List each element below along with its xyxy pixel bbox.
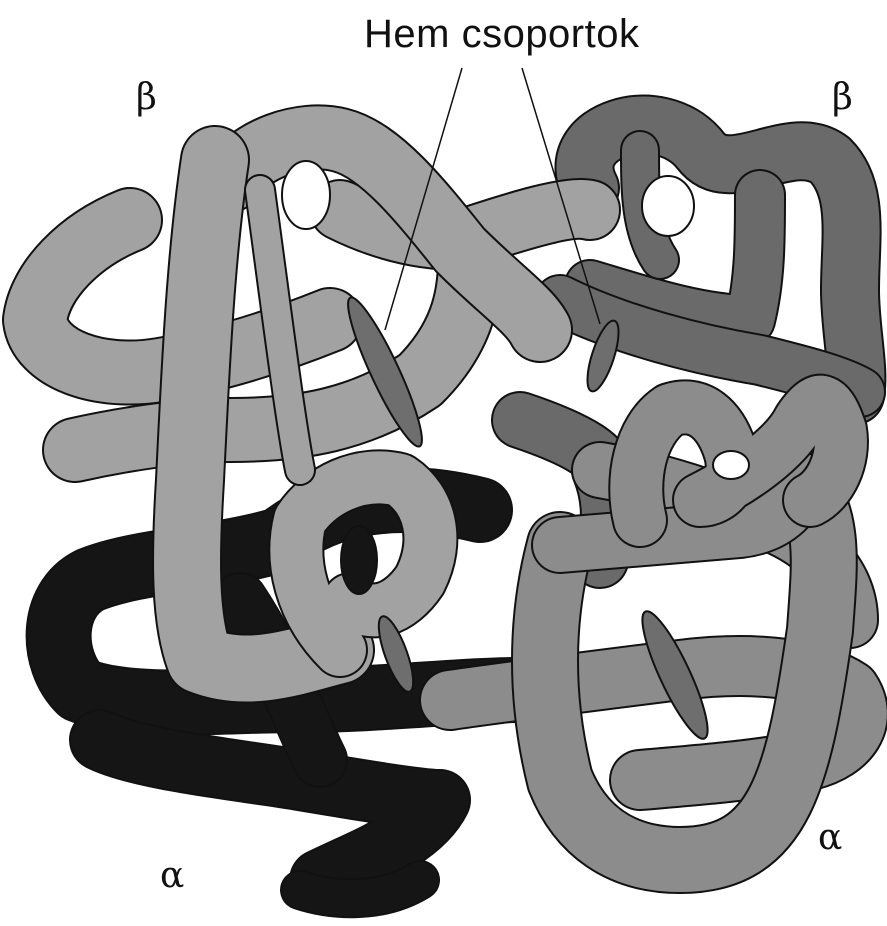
heme-groups-label: Hem csoportok <box>364 14 639 54</box>
subunit-label-top-left: β <box>136 80 157 116</box>
subunit-label-bottom-left: α <box>160 858 184 894</box>
subunit-label-bottom-right: α <box>818 820 842 856</box>
subunit-label-top-right: β <box>832 80 853 116</box>
